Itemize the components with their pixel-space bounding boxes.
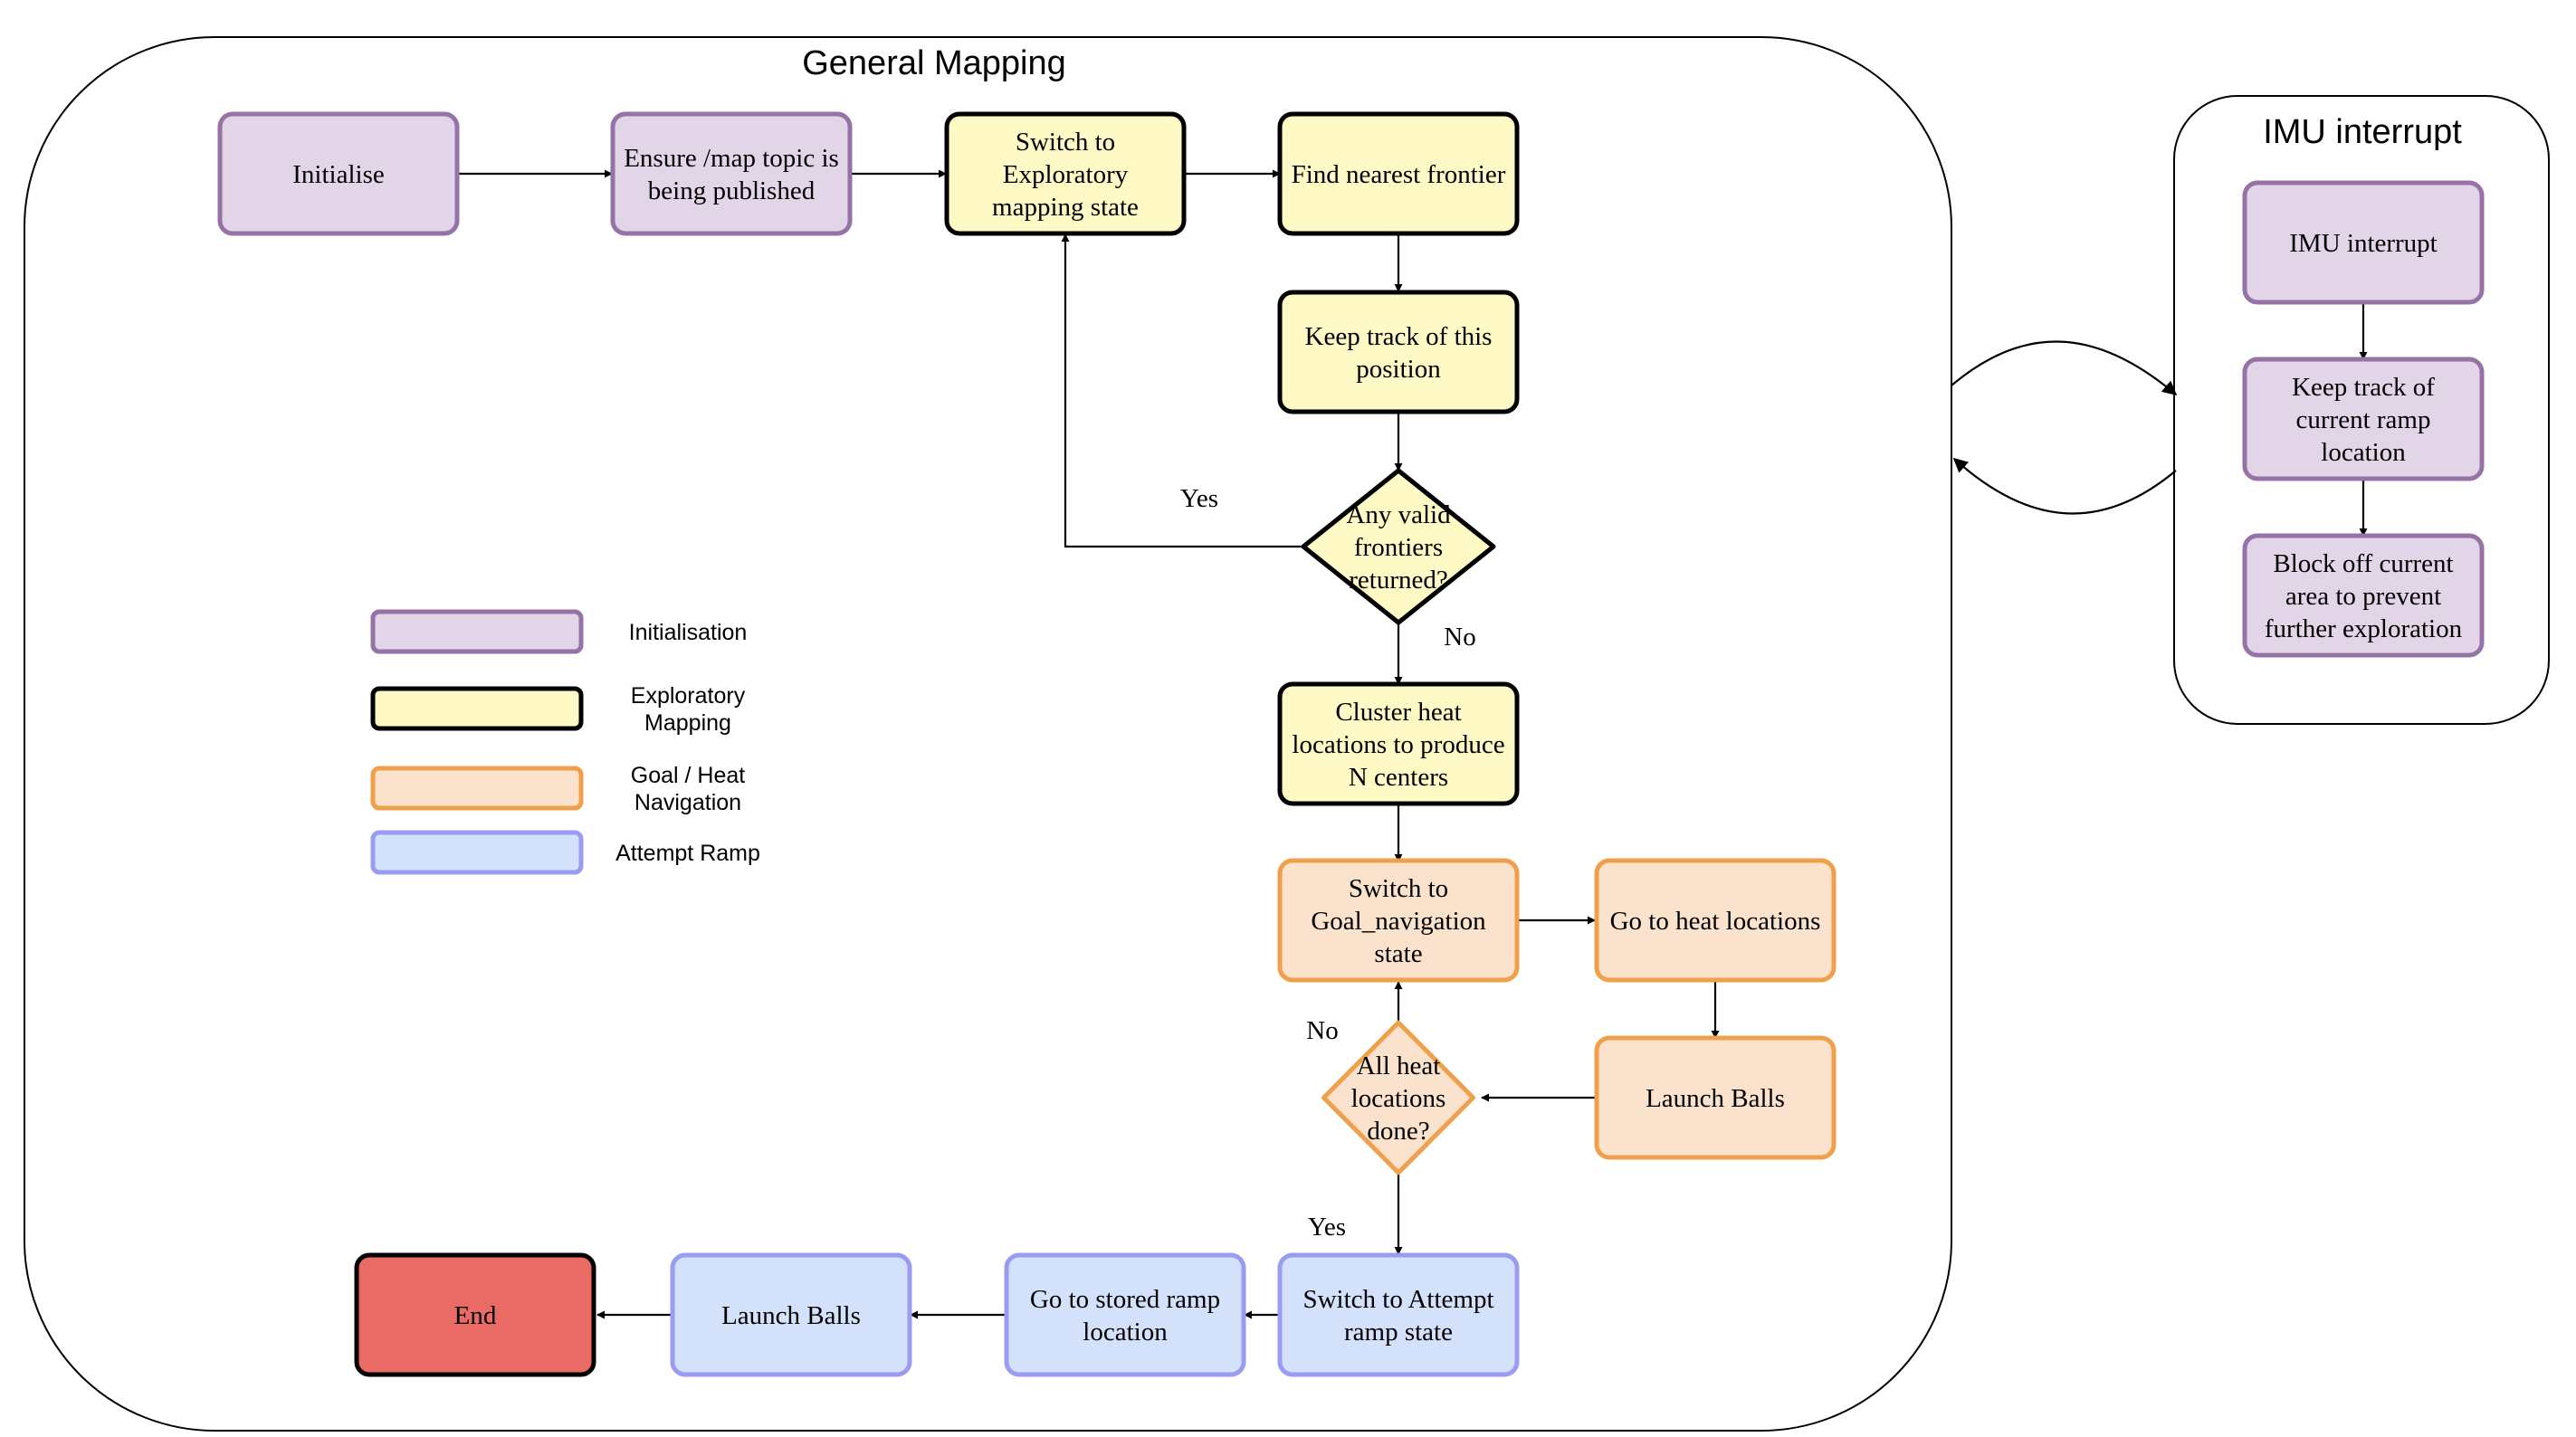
node-imu-interrupt-shape (2242, 180, 2485, 305)
node-end-label: End (454, 1301, 497, 1330)
node-any-valid-frontiers: Any valid frontiers returned? (1301, 468, 1496, 625)
node-switch-goal-nav-label: state (1374, 939, 1422, 968)
node-block-off-area-label: area to prevent (2285, 582, 2441, 611)
node-end-shape (354, 1252, 596, 1377)
node-launch-balls-ramp-label: Launch Balls (721, 1301, 861, 1330)
edge-label-heat-no: No (1306, 1016, 1338, 1045)
node-imu-interrupt: IMU interrupt (2242, 180, 2485, 305)
node-go-stored-ramp-shape (1004, 1252, 1246, 1377)
node-cluster-heat-shape (1277, 681, 1520, 806)
edges (457, 169, 2368, 1319)
node-find-frontier-label: Find nearest frontier (1292, 160, 1506, 189)
node-all-heat-done-label: locations (1351, 1084, 1446, 1113)
node-ensure-map-label: being published (648, 176, 816, 205)
node-initialise-label: Initialise (292, 160, 384, 189)
node-all-heat-done: All heat locations done? (1321, 1020, 1475, 1175)
edge-label-frontiers-yes: Yes (1180, 484, 1218, 513)
legend-label-exploratory: Exploratory (631, 683, 746, 709)
node-keep-track-position: Keep track of this position (1277, 290, 1520, 414)
node-any-valid-frontiers-label: frontiers (1354, 533, 1443, 562)
node-find-frontier: Find nearest frontier (1277, 111, 1520, 236)
node-any-valid-frontiers-shape (1301, 468, 1496, 625)
node-keep-track-position-label: position (1356, 355, 1441, 384)
node-keep-track-position-label: Keep track of this (1305, 322, 1493, 351)
legend-swatch-goal (370, 766, 584, 811)
node-launch-balls-ramp: Launch Balls (670, 1252, 912, 1377)
general-mapping-title: General Mapping (802, 44, 1066, 82)
node-keep-track-ramp-label: current ramp (2296, 405, 2431, 434)
node-switch-goal-nav-label: Goal_navigation (1311, 907, 1486, 936)
node-go-heat-locations-shape (1594, 858, 1837, 983)
node-find-frontier-shape (1277, 111, 1520, 236)
node-launch-balls-goal: Launch Balls (1594, 1035, 1837, 1160)
node-block-off-area: Block off current area to prevent further … (2242, 533, 2485, 658)
legend-label-goal: Goal / Heat (631, 763, 746, 788)
node-keep-track-ramp-label: location (2321, 438, 2406, 467)
node-keep-track-ramp-label: Keep track of (2292, 373, 2435, 402)
node-cluster-heat: Cluster heat locations to produce N center… (1277, 681, 1520, 806)
node-cluster-heat-label: locations to produce (1292, 730, 1504, 759)
node-cluster-heat-label: Cluster heat (1335, 698, 1461, 727)
nodes: Initialise Ensure /map topic is being pub… (217, 111, 2485, 1377)
node-cluster-heat-label: N centers (1349, 763, 1448, 792)
edge-label-frontiers-no: No (1444, 623, 1475, 652)
edge-label-heat-yes: Yes (1308, 1213, 1346, 1242)
node-ensure-map: Ensure /map topic is being published (610, 111, 853, 236)
node-switch-exploratory-label: Exploratory (1003, 160, 1129, 189)
node-keep-track-ramp: Keep track of current ramp location (2242, 357, 2485, 481)
node-switch-exploratory-shape (944, 111, 1187, 236)
node-any-valid-frontiers-label: Any valid (1346, 500, 1451, 529)
node-imu-interrupt-label: IMU interrupt (2289, 229, 2438, 258)
edge-general-to-imu-curve (1951, 340, 2178, 396)
node-switch-attempt-ramp-shape (1277, 1252, 1520, 1377)
legend-label-initialisation: Initialisation (629, 620, 748, 645)
node-go-heat-locations-label: Go to heat locations (1610, 907, 1821, 936)
node-switch-exploratory: Switch to Exploratory mapping state (944, 111, 1187, 236)
edge-labels: Yes No No Yes (1180, 484, 1476, 1242)
imu-interrupt-container: IMU interrupt (2173, 95, 2550, 725)
edge-any-valid-yes-to-switch-exploratory (1061, 233, 1303, 548)
node-ensure-map-shape (610, 111, 853, 236)
node-go-stored-ramp-label: Go to stored ramp (1030, 1285, 1220, 1314)
node-launch-balls-goal-label: Launch Balls (1646, 1084, 1785, 1113)
node-switch-attempt-ramp-label: Switch to Attempt (1302, 1285, 1493, 1314)
node-switch-attempt-ramp: Switch to Attempt ramp state (1277, 1252, 1520, 1377)
node-switch-attempt-ramp-label: ramp state (1344, 1318, 1453, 1347)
legend-swatch-exploratory (370, 686, 584, 731)
legend-label-exploratory: Mapping (644, 710, 731, 736)
legend-swatch-initialisation (370, 609, 584, 654)
node-switch-goal-nav-shape (1277, 858, 1520, 983)
node-block-off-area-label: Block off current (2273, 549, 2453, 578)
general-mapping-container: General Mapping (24, 36, 1952, 1432)
node-switch-exploratory-label: Switch to (1016, 128, 1115, 157)
node-all-heat-done-label: All heat (1357, 1052, 1441, 1080)
legend-label-ramp: Attempt Ramp (615, 841, 760, 866)
node-launch-balls-ramp-shape (670, 1252, 912, 1377)
node-keep-track-position-shape (1277, 290, 1520, 414)
imu-interrupt-title: IMU interrupt (2263, 113, 2462, 151)
node-keep-track-ramp-shape (2242, 357, 2485, 481)
node-ensure-map-label: Ensure /map topic is (624, 144, 839, 173)
node-go-stored-ramp: Go to stored ramp location (1004, 1252, 1246, 1377)
node-end: End (354, 1252, 596, 1377)
legend-swatch-ramp (370, 830, 584, 875)
node-go-heat-locations: Go to heat locations (1594, 858, 1837, 983)
node-all-heat-done-shape (1321, 1020, 1475, 1175)
edge-imu-to-general-curve (1952, 457, 2177, 515)
node-block-off-area-label: further exploration (2265, 614, 2463, 643)
node-initialise: Initialise (217, 111, 460, 236)
node-switch-exploratory-label: mapping state (992, 193, 1139, 222)
node-all-heat-done-label: done? (1367, 1117, 1429, 1146)
node-block-off-area-shape (2242, 533, 2485, 658)
node-switch-goal-nav-label: Switch to (1349, 874, 1448, 903)
legend-label-goal: Navigation (634, 790, 741, 815)
node-any-valid-frontiers-label: returned? (1349, 566, 1448, 595)
node-go-stored-ramp-label: location (1083, 1318, 1168, 1347)
node-initialise-shape (217, 111, 460, 236)
node-launch-balls-goal-shape (1594, 1035, 1837, 1160)
